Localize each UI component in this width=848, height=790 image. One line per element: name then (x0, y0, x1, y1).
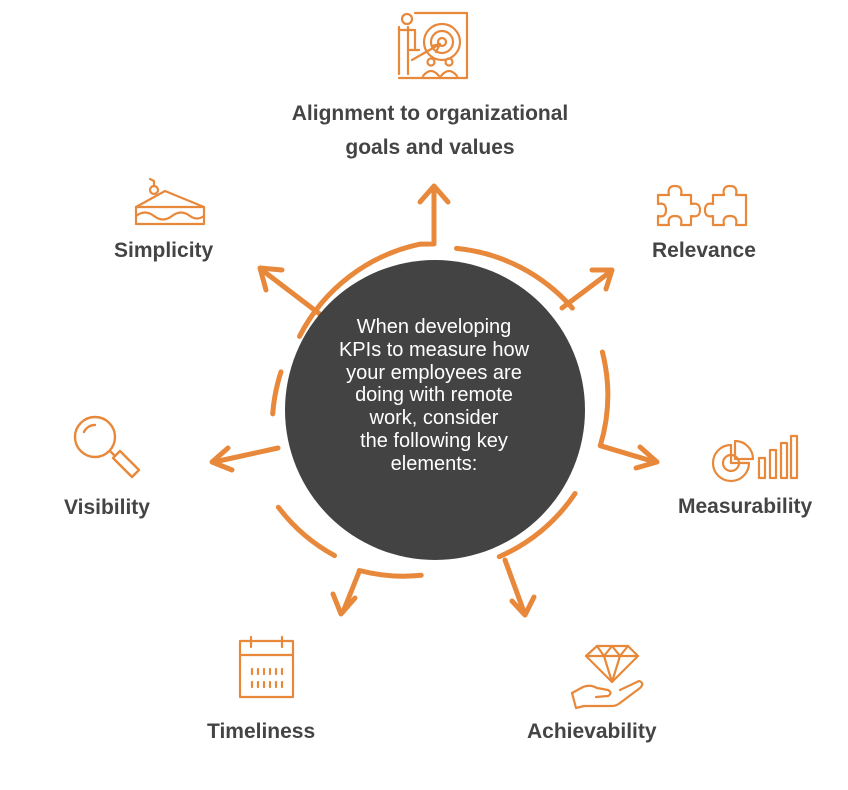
cake-slice-icon (134, 177, 206, 226)
center-line: work, consider (369, 407, 499, 430)
arrow-achievability (502, 557, 537, 618)
pie-bar-chart-icon (711, 434, 799, 483)
outer-ring (270, 241, 611, 579)
label-achievability: Achievability (527, 720, 657, 743)
center-text: When developing KPIs to measure how your… (318, 316, 550, 476)
label-measurability: Measurability (678, 495, 813, 518)
center-line: the following key (360, 429, 508, 452)
center-line: your employees are (346, 361, 522, 384)
label-visibility: Visibility (64, 496, 150, 519)
label-alignment-line1: Alignment to organizational (291, 102, 569, 125)
calendar-icon (238, 635, 295, 699)
arrow-visibility (209, 445, 281, 473)
arrow-timeliness (330, 569, 362, 617)
label-simplicity: Simplicity (114, 239, 214, 262)
arrow-simplicity (257, 265, 328, 321)
arrow-relevance (559, 267, 615, 311)
arrow-measurability (597, 443, 660, 471)
center-line: doing with remote (355, 384, 513, 407)
puzzle-pieces-icon (656, 184, 748, 227)
label-alignment: Alignment to organizational goals and va… (258, 97, 602, 165)
label-alignment-line2: goals and values (345, 136, 515, 159)
diamond-hand-icon (570, 644, 644, 710)
label-relevance: Relevance (652, 239, 756, 262)
center-line: When developing (356, 316, 512, 338)
magnifier-icon (73, 415, 141, 479)
center-circle (285, 260, 585, 560)
center-line: KPIs to measure how (338, 338, 530, 361)
label-timeliness: Timeliness (207, 720, 316, 743)
arrow-alignment (417, 183, 451, 247)
target-presentation-icon (397, 11, 469, 80)
center-line: elements: (390, 452, 478, 475)
